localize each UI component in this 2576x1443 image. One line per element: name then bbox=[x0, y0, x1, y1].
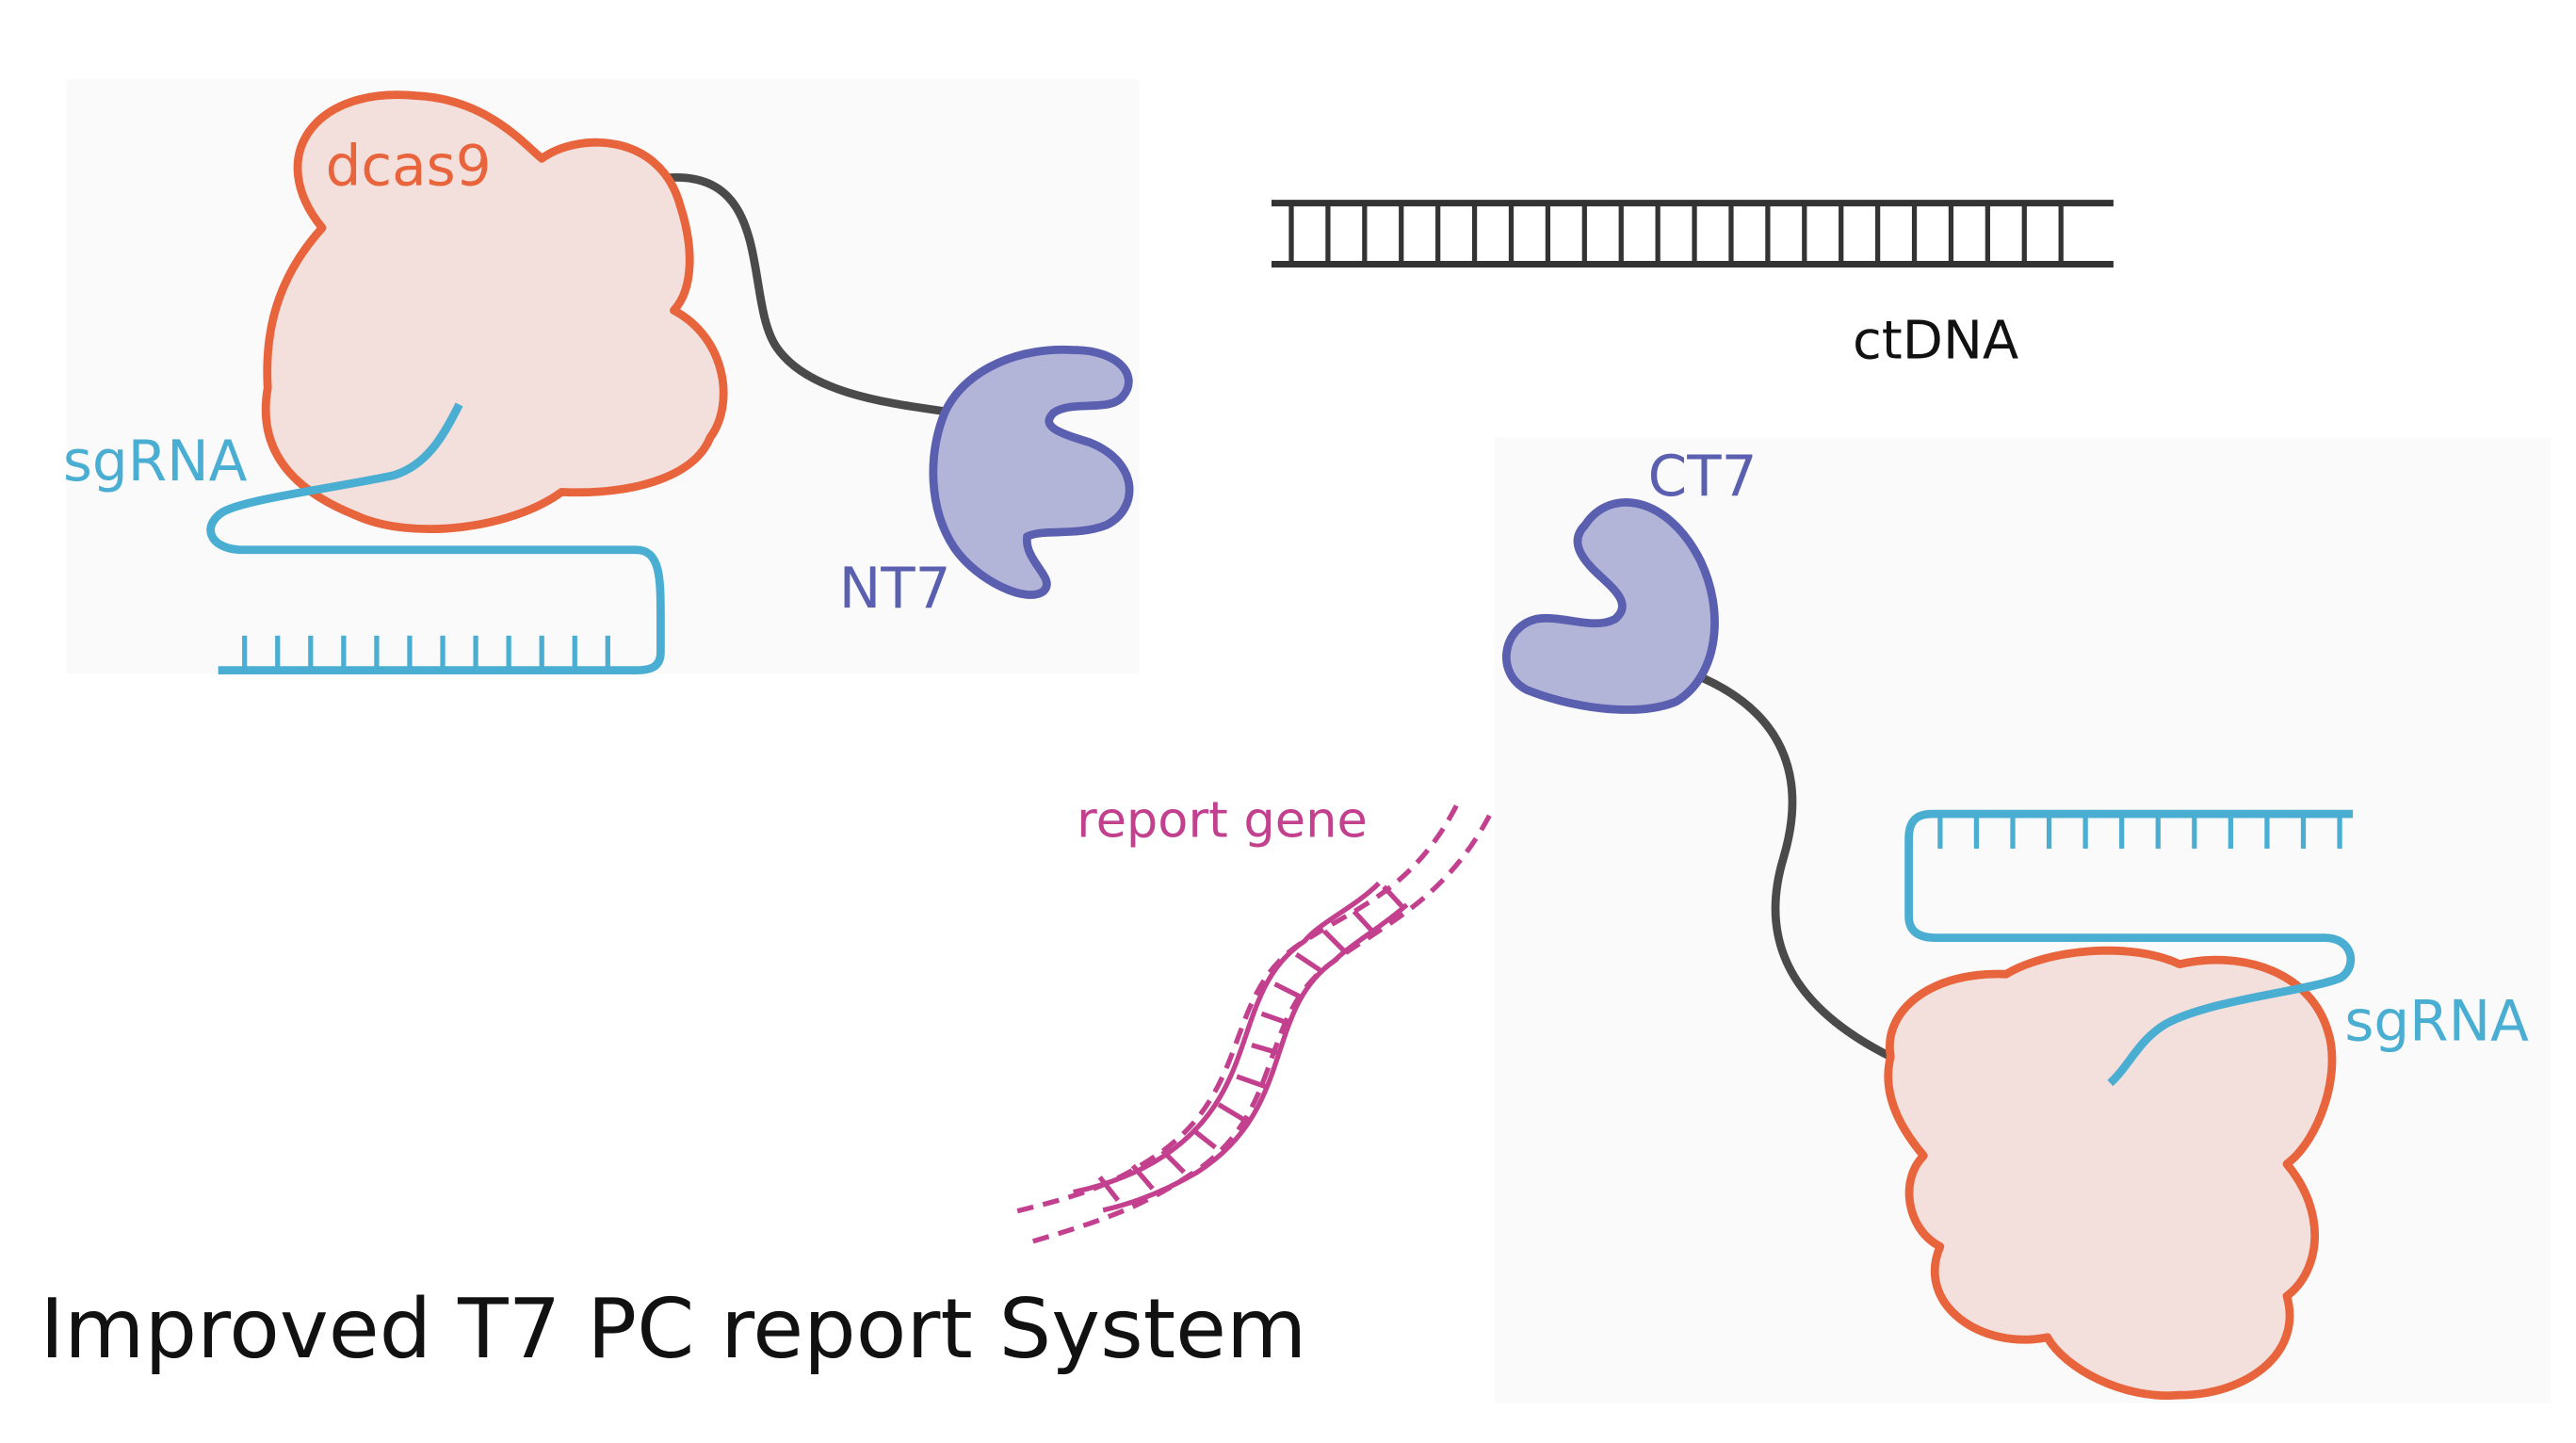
dcas9-protein-left bbox=[261, 90, 728, 534]
dcas9-protein-right bbox=[1884, 946, 2337, 1401]
report-gene-label: report gene bbox=[1077, 792, 1368, 850]
nt7-label: NT7 bbox=[839, 557, 951, 622]
nt7-protein bbox=[929, 345, 1134, 599]
ct7-protein bbox=[1502, 498, 1719, 714]
sgrna-label-right: sgRNA bbox=[2344, 989, 2529, 1054]
report-gene-rungs bbox=[1097, 884, 1406, 1202]
sgrna-label-left: sgRNA bbox=[63, 430, 248, 495]
sgrna-teeth-left bbox=[242, 635, 610, 671]
diagram-title: Improved T7 PC report System bbox=[40, 1281, 1306, 1377]
sgrna-tail-right bbox=[2107, 973, 2343, 1087]
report-gene-strand bbox=[1013, 804, 1492, 1244]
ctdna-label: ctDNA bbox=[1853, 310, 2018, 371]
sgrna-strand-left bbox=[206, 402, 665, 675]
ctdna-ladder bbox=[1271, 200, 2114, 268]
left-linker bbox=[659, 172, 956, 417]
right-linker bbox=[1691, 670, 1893, 1061]
dcas9-label: dcas9 bbox=[326, 134, 492, 199]
ct7-label: CT7 bbox=[1648, 445, 1758, 510]
sgrna-teeth-right bbox=[1937, 814, 2342, 849]
